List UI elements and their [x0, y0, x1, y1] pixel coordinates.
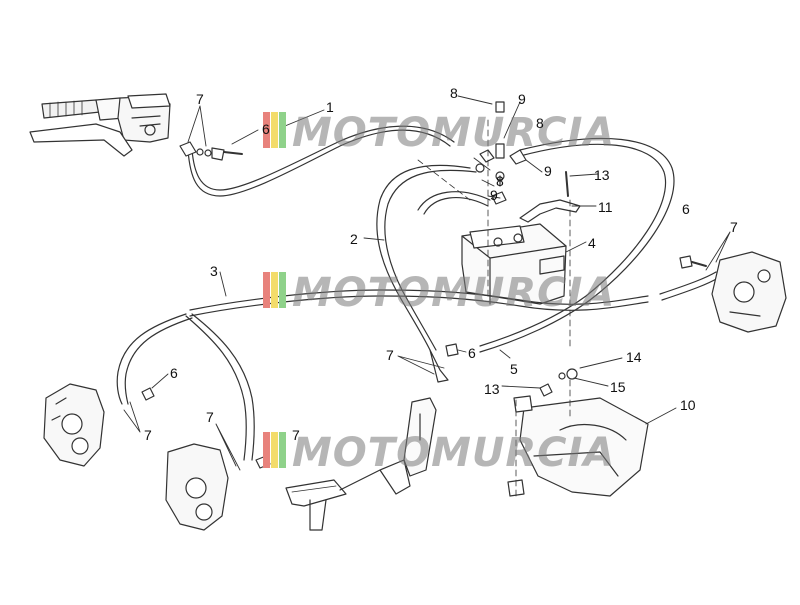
watermark-text: MOTOMURCIA: [292, 110, 615, 156]
callout-7: 7: [206, 409, 214, 425]
callout-1: 1: [326, 99, 334, 115]
hose-1: [179, 125, 455, 197]
watermark-bottom: MOTOMURCIA: [263, 430, 615, 476]
callout-7: 7: [196, 91, 204, 107]
callout-13: 13: [484, 381, 500, 397]
callout-6: 6: [468, 345, 476, 361]
hose-front-left: [116, 313, 255, 461]
callout-7: 7: [144, 427, 152, 443]
watermark-text: MOTOMURCIA: [292, 430, 615, 476]
watermark-top: MOTOMURCIA: [263, 110, 615, 156]
callouts: 7 6 1 8 9 8 9 8 9 13 11 2 4 3 6 7 6 7 6 …: [144, 85, 738, 443]
callout-9: 9: [544, 163, 552, 179]
callout-6: 6: [262, 121, 270, 137]
callout-9: 9: [490, 187, 498, 203]
callout-8: 8: [496, 173, 504, 189]
callout-14: 14: [626, 349, 642, 365]
front-caliper-left: [43, 383, 105, 467]
callout-10: 10: [680, 397, 696, 413]
hose-2: [376, 164, 477, 383]
hose-5: [417, 137, 675, 353]
callout-8: 8: [450, 85, 458, 101]
callout-9: 9: [518, 91, 526, 107]
callout-7: 7: [292, 427, 300, 443]
watermark-text: MOTOMURCIA: [292, 270, 615, 316]
abs-bracket: [519, 171, 581, 223]
callout-6: 6: [170, 365, 178, 381]
watermark-middle: MOTOMURCIA: [263, 270, 615, 316]
callout-15: 15: [610, 379, 626, 395]
callout-2: 2: [350, 231, 358, 247]
front-master-cylinder: [29, 93, 171, 157]
reservoir-bracket: [507, 395, 649, 497]
rear-caliper: [711, 251, 787, 333]
rear-master-cylinder: [285, 397, 437, 531]
front-caliper-right: [165, 443, 229, 531]
callout-11: 11: [598, 199, 613, 215]
callout-5: 5: [510, 361, 518, 377]
callout-7: 7: [730, 219, 738, 235]
leader-lines: [123, 95, 731, 471]
callout-4: 4: [588, 235, 596, 251]
callout-6: 6: [682, 201, 690, 217]
callout-7: 7: [386, 347, 394, 363]
callout-8: 8: [536, 115, 544, 131]
callout-3: 3: [210, 263, 218, 279]
callout-13: 13: [594, 167, 610, 183]
reference-lines: [417, 119, 571, 501]
